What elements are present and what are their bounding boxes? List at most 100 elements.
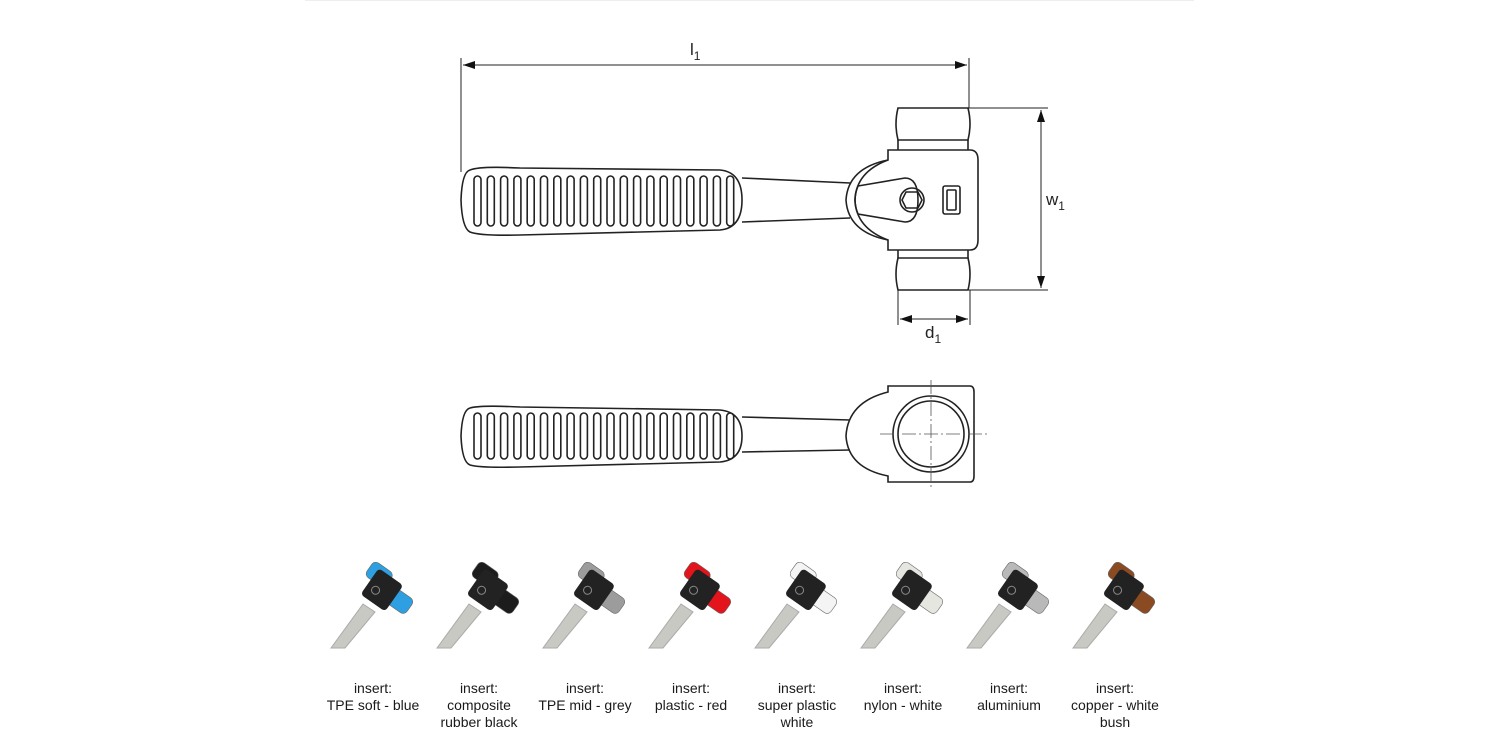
insert-caption: insert:plastic - red	[626, 680, 756, 714]
content-frame	[305, 0, 1194, 751]
thumbnail-handle	[860, 603, 906, 649]
grip-rib	[685, 175, 695, 227]
hammer-head-top	[845, 385, 975, 483]
hammer-head-body	[845, 149, 979, 251]
caption-line-1: insert:	[883, 680, 923, 696]
grip-rib	[725, 175, 735, 227]
caption-line-3: bush	[1099, 714, 1131, 730]
technical-drawing: l1 w1 d1	[460, 40, 1065, 488]
hammer-thumbnail	[330, 561, 414, 649]
thumbnail-handle	[330, 603, 376, 649]
top-insert	[895, 107, 971, 141]
thumbnail-handle	[542, 603, 588, 649]
grip-rib	[712, 175, 722, 227]
grip-rib	[646, 175, 655, 227]
grip-rib	[486, 412, 496, 460]
grip-rib	[632, 412, 642, 460]
thumbnail-head	[998, 569, 1038, 611]
thumbnail-head	[1104, 569, 1144, 611]
insert-variant: insert:nylon - white	[848, 552, 958, 742]
caption-line-1: insert:	[459, 680, 499, 696]
thumbnail-handle	[648, 603, 694, 649]
grip-rib	[699, 175, 708, 227]
thumbnail-head	[680, 569, 720, 611]
caption-line-2: composite	[447, 697, 511, 713]
insert-variant: insert:aluminium	[954, 552, 1064, 742]
thumbnail-head	[786, 569, 826, 611]
handle-grip	[460, 166, 743, 236]
insert-variant: insert:plastic - red	[636, 552, 746, 742]
grip-rib	[579, 412, 589, 460]
caption-line-1: insert:	[1095, 680, 1135, 696]
caption-line-3: white	[780, 714, 814, 730]
grip-rib	[566, 412, 575, 460]
grip-rib	[486, 175, 496, 227]
hammer-thumbnail	[1072, 561, 1156, 649]
grip-rib	[566, 175, 575, 227]
handle-grip-top	[460, 405, 743, 469]
grip-rib	[552, 412, 562, 460]
caption-line-3: rubber black	[440, 714, 518, 730]
insert-caption: insert:nylon - white	[838, 680, 968, 714]
grip-rib	[579, 175, 589, 227]
bottom-insert	[895, 257, 971, 291]
grip-rib	[473, 412, 482, 460]
thumbnail-head	[892, 569, 932, 611]
insert-variant: insert:TPE mid - grey	[530, 552, 640, 742]
thumbnail-head	[362, 569, 402, 611]
grip-rib	[606, 412, 615, 460]
caption-line-2: aluminium	[977, 697, 1041, 713]
dimension-l1	[460, 58, 970, 172]
insert-caption: insert:aluminium	[944, 680, 1074, 714]
grip-ribs-top	[473, 412, 735, 460]
grip-rib	[659, 175, 669, 227]
thumbnail-handle	[966, 603, 1012, 649]
grip-rib	[513, 175, 522, 227]
hammer-thumbnail	[436, 561, 520, 649]
caption-line-2: nylon - white	[863, 697, 943, 713]
grip-rib	[499, 175, 509, 227]
caption-line-1: insert:	[777, 680, 817, 696]
hammer-side-view	[460, 107, 979, 291]
dimension-d1-label: d1	[925, 323, 941, 346]
grip-rib	[699, 412, 708, 460]
dimension-w1	[968, 107, 1048, 291]
grip-rib	[632, 175, 642, 227]
caption-line-1: insert:	[353, 680, 393, 696]
grip-rib	[672, 412, 682, 460]
grip-rib	[526, 175, 536, 227]
caption-line-2: super plastic	[757, 697, 837, 713]
thumbnail-handle	[1072, 603, 1118, 649]
grip-rib	[619, 412, 629, 460]
grip-rib	[552, 175, 562, 227]
grip-rib	[473, 175, 482, 227]
grip-ribs	[473, 175, 735, 227]
grip-rib	[672, 175, 682, 227]
thumbnail-head	[468, 569, 508, 611]
grip-rib	[619, 175, 629, 227]
grip-rib	[685, 412, 695, 460]
hammer-thumbnail	[860, 561, 944, 649]
caption-line-1: insert:	[989, 680, 1029, 696]
thumbnail-head	[574, 569, 614, 611]
caption-line-1: insert:	[565, 680, 605, 696]
grip-rib	[513, 412, 522, 460]
handle-shaft	[741, 177, 851, 223]
grip-rib	[592, 412, 602, 460]
caption-line-2: TPE mid - grey	[538, 697, 632, 713]
thumbnail-handle	[436, 603, 482, 649]
grip-rib	[646, 412, 655, 460]
grip-rib	[539, 412, 549, 460]
insert-caption: insert:TPE soft - blue	[308, 680, 438, 714]
hammer-thumbnail	[966, 561, 1050, 649]
thumbnail-handle	[754, 603, 800, 649]
caption-line-1: insert:	[671, 680, 711, 696]
grip-rib	[606, 175, 615, 227]
grip-rib	[526, 412, 536, 460]
hammer-thumbnail	[754, 561, 838, 649]
